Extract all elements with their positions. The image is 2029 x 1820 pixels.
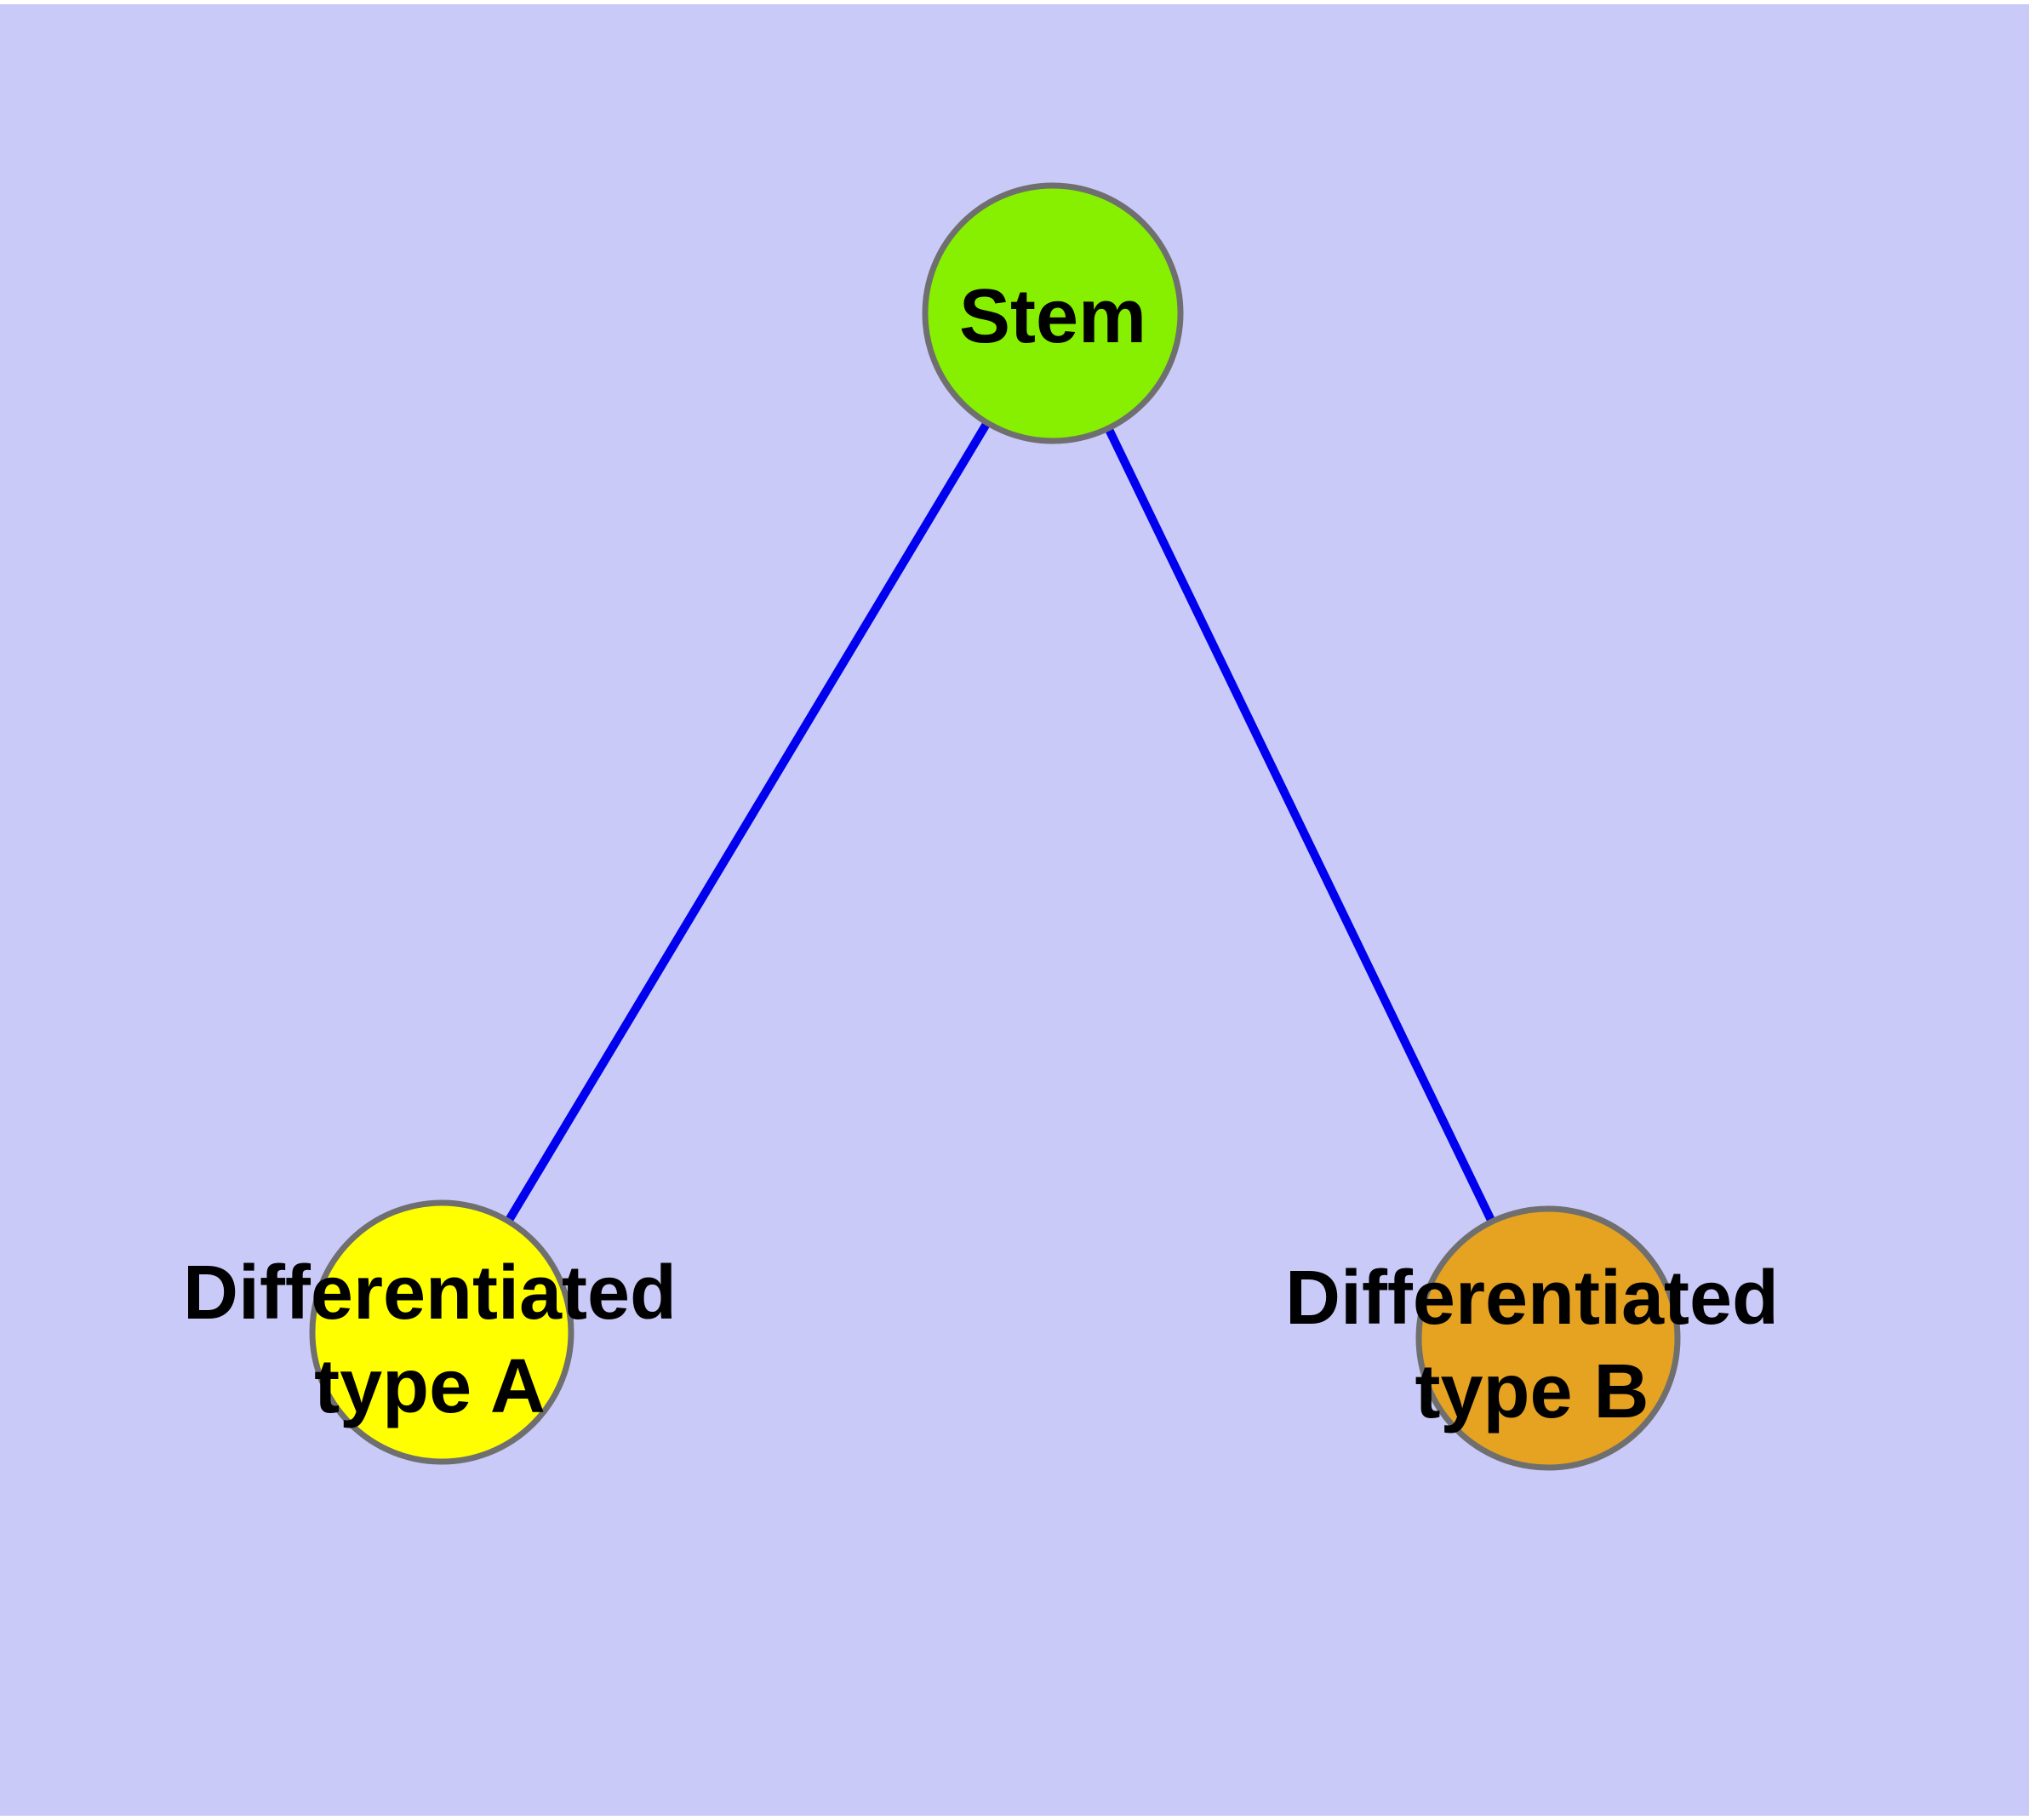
type-a-node-circle xyxy=(309,1199,574,1465)
type-a-node-label-line2: type A xyxy=(314,1344,546,1429)
node-differentiated-type-b: Differentiated type B xyxy=(1285,1205,1779,1471)
edge-stem-to-type-b xyxy=(1049,309,1552,1342)
stem-node-circle xyxy=(922,182,1184,444)
node-stem: Stem xyxy=(922,182,1184,444)
type-b-node-label-line1: Differentiated xyxy=(1285,1256,1779,1341)
type-b-node-circle xyxy=(1415,1205,1681,1471)
stem-node-label: Stem xyxy=(959,274,1146,359)
type-b-node-label-line2: type B xyxy=(1415,1349,1649,1434)
type-a-node-label-line1: Differentiated xyxy=(183,1251,677,1336)
edge-stem-to-type-a xyxy=(437,309,1057,1336)
node-differentiated-type-a: Differentiated type A xyxy=(183,1199,677,1465)
